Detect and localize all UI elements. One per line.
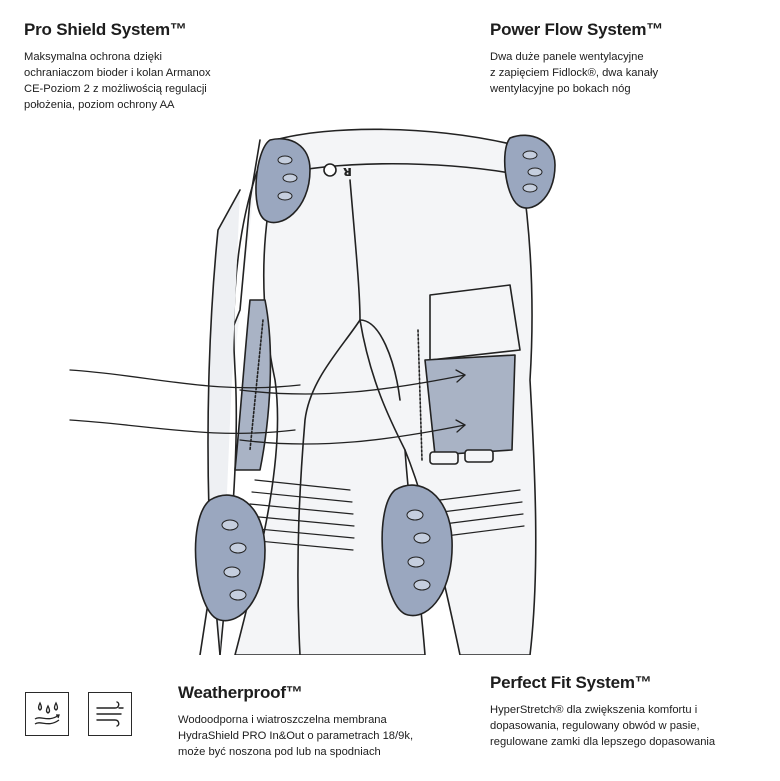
- power-flow-line: z zapięciem Fidlock®, dwa kanały: [490, 67, 659, 79]
- weatherproof-description: Wodoodporna i wiatroszczelna membrana Hy…: [178, 712, 468, 760]
- right-vent-mesh: [424, 354, 516, 456]
- perfect-fit-title: Perfect Fit System™: [490, 673, 652, 692]
- pro-shield-section: Pro Shield System™ Maksymalna ochrona dz…: [24, 20, 274, 113]
- airflow-arrows: [69, 369, 466, 445]
- wind-icon: [88, 692, 132, 736]
- perfect-fit-line: dopasowania, regulowany obwód w pasie,: [490, 720, 700, 732]
- rain-drops-icon: [25, 692, 69, 736]
- left-vent-zipper: [249, 319, 264, 451]
- left-stretch-panel: [247, 479, 355, 551]
- pants-illustration: ᴚ: [69, 128, 556, 655]
- right-vent-tab: [429, 451, 459, 465]
- inner-leg-left: [297, 319, 361, 655]
- right-knee-armor: [381, 484, 453, 617]
- perfect-fit-description: HyperStretch® dla zwiększenia komfortu i…: [490, 702, 770, 750]
- power-flow-description: Dwa duże panele wentylacyjne z zapięciem…: [490, 49, 760, 97]
- perfect-fit-section: Perfect Fit System™ HyperStretch® dla zw…: [490, 673, 770, 750]
- left-vent-mesh: [234, 299, 272, 471]
- pro-shield-line: CE-Poziom 2 z możliwością regulacji: [24, 83, 207, 95]
- pro-shield-line: położenia, poziom ochrony AA: [24, 99, 175, 111]
- right-vent-flap: [429, 284, 521, 361]
- armor-dimples: [221, 150, 543, 601]
- weatherproof-title: Weatherproof™: [178, 683, 303, 702]
- weatherproof-line: Wodoodporna i wiatroszczelna membrana: [178, 714, 387, 726]
- right-vent-zipper: [417, 329, 423, 461]
- left-hip-armor: [255, 138, 311, 224]
- power-flow-title: Power Flow System™: [490, 20, 664, 39]
- weatherproof-section: Weatherproof™ Wodoodporna i wiatroszczel…: [178, 683, 468, 760]
- weatherproof-line: może być noszona pod lub na spodniach: [178, 746, 381, 758]
- pro-shield-line: ochraniaczom bioder i kolan Armanox: [24, 67, 211, 79]
- brand-logo: ᴚ: [343, 164, 352, 180]
- left-knee-armor: [194, 494, 266, 622]
- pro-shield-line: Maksymalna ochrona dzięki: [24, 51, 163, 63]
- power-flow-line: Dwa duże panele wentylacyjne: [490, 51, 644, 63]
- right-vent-tab: [464, 449, 494, 463]
- perfect-fit-line: regulowane zamki dla lepszego dopasowani…: [490, 736, 716, 748]
- center-seam: [359, 319, 406, 451]
- perfect-fit-line: HyperStretch® dla zwiększenia komfortu i: [490, 704, 698, 716]
- fly-seam: [349, 179, 361, 321]
- weatherproof-line: HydraShield PRO In&Out o parametrach 18/…: [178, 730, 414, 742]
- right-stretch-panel: [439, 489, 525, 537]
- power-flow-line: wentylacyjne po bokach nóg: [490, 83, 631, 95]
- power-flow-section: Power Flow System™ Dwa duże panele wenty…: [490, 20, 760, 97]
- pro-shield-title: Pro Shield System™: [24, 20, 187, 39]
- pro-shield-description: Maksymalna ochrona dzięki ochraniaczom b…: [24, 49, 274, 113]
- waist-snap: [323, 163, 337, 177]
